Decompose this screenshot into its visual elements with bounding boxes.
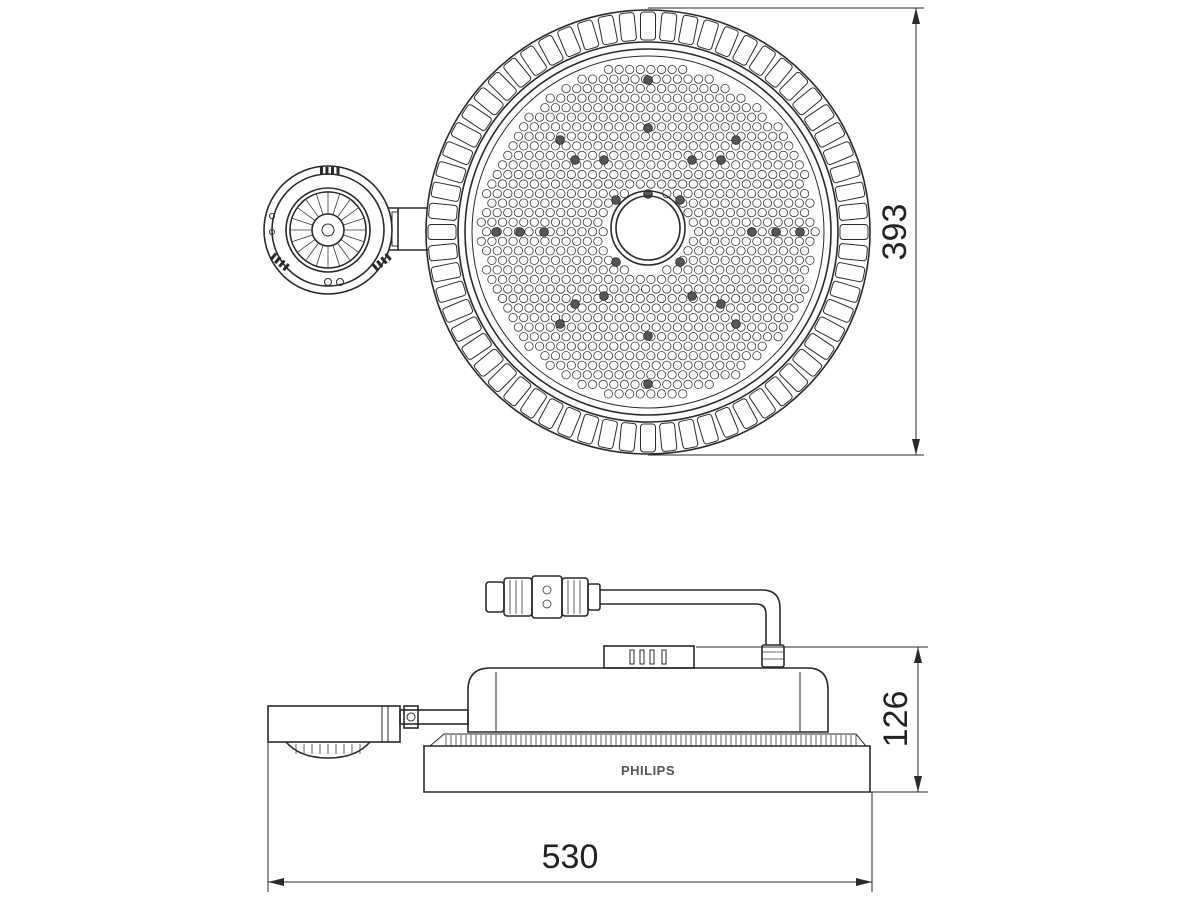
heatsink-fins [427,11,869,453]
motion-sensor-top [263,165,393,295]
bezel-outer-circle [464,48,832,416]
dimension-label-393: 393 [876,204,914,261]
center-hole-inner [615,195,681,261]
dimension-126: 126 [696,646,928,793]
lower-ring: PHILIPS [423,745,871,793]
center-hole-outer [610,190,686,266]
bezel-inner-circle [471,55,825,409]
driver-box [603,645,695,669]
side-fins [428,733,868,747]
sensor-side [267,705,469,759]
housing-body [467,667,829,733]
brand-label: PHILIPS [621,763,675,778]
sensor-arm [388,207,428,251]
dimension-530: 530 [267,742,873,892]
dimension-label-126: 126 [877,691,915,748]
cable-connector [485,575,785,668]
outer-housing-circle [425,9,871,455]
led-array [476,64,820,399]
top-view: 393 [263,7,924,456]
dimension-label-530: 530 [542,838,599,876]
dimension-393: 393 [648,7,924,456]
fin-inner-circle [457,41,839,423]
side-view: PHILIPS 126 530 [267,575,928,892]
